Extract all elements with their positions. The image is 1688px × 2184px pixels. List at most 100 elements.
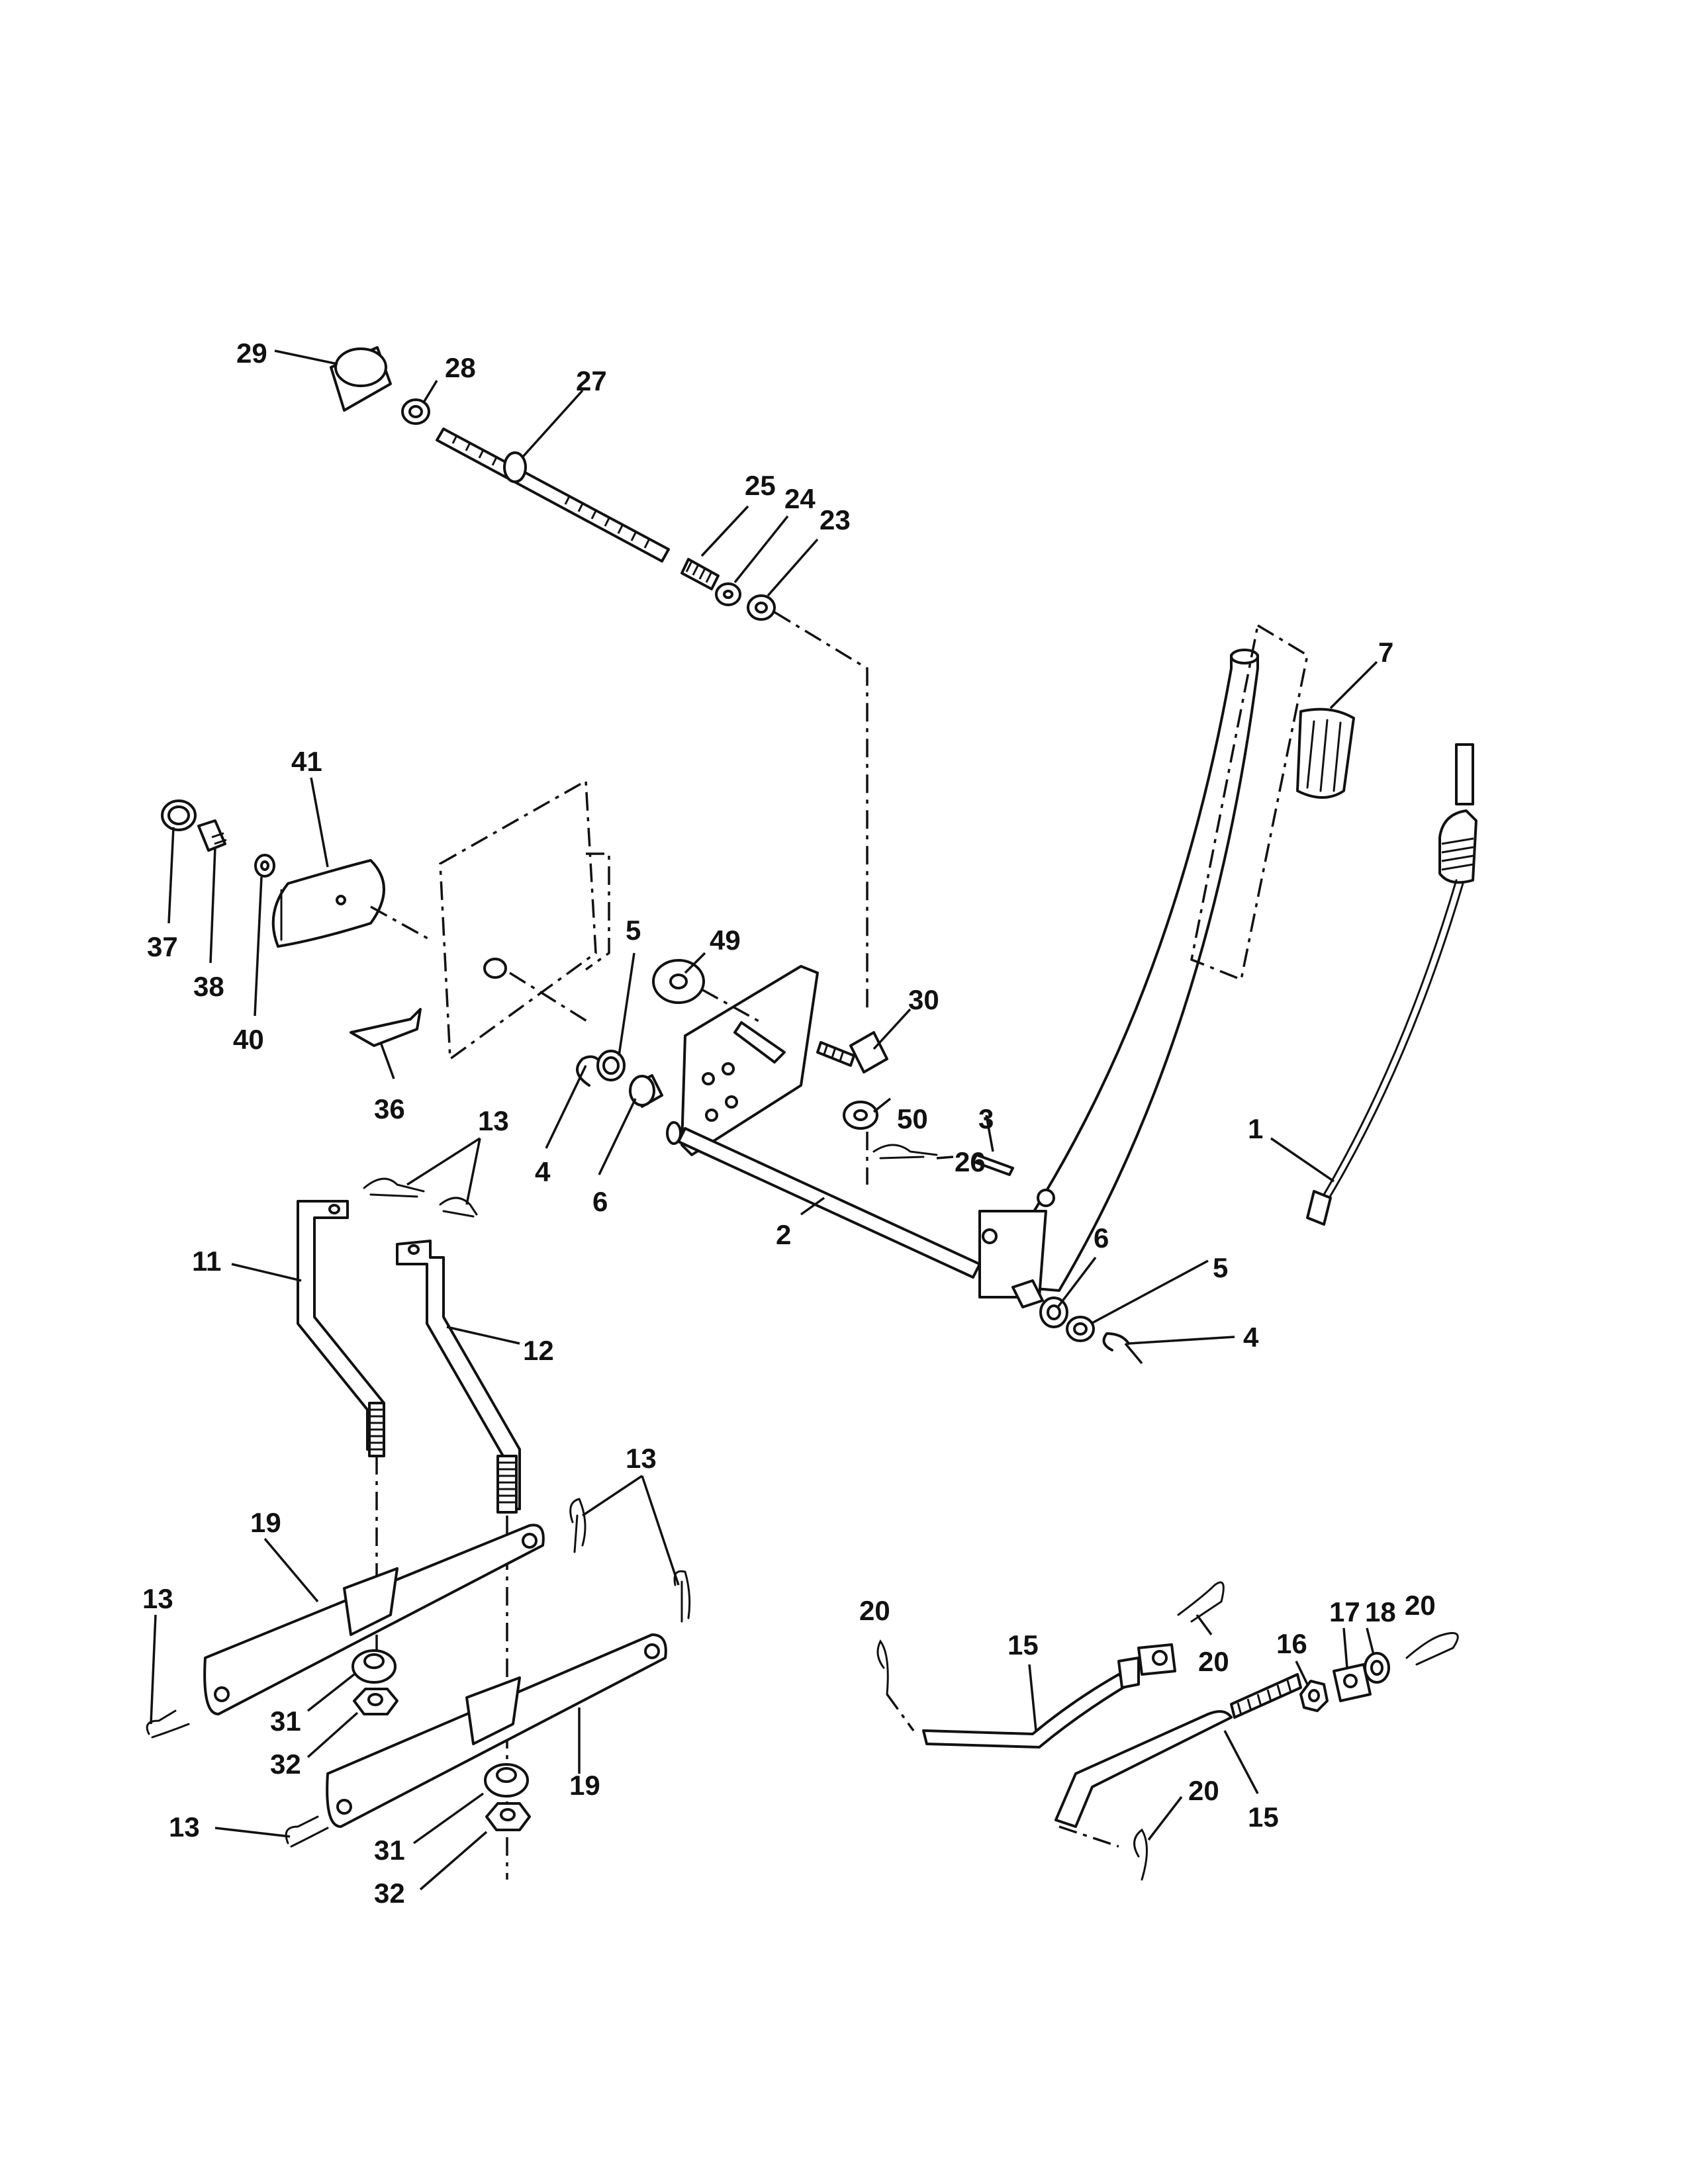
side-panel-tab-outline bbox=[585, 852, 610, 971]
hairpin-26 bbox=[872, 1144, 938, 1160]
alignment-line-rod bbox=[774, 611, 868, 1009]
callout-13b: 13 bbox=[626, 1443, 657, 1474]
callout-19a: 19 bbox=[250, 1507, 281, 1538]
leader-5b bbox=[1090, 1259, 1209, 1325]
callout-5a: 5 bbox=[626, 915, 641, 946]
ring-37 bbox=[161, 799, 197, 831]
callout-49: 49 bbox=[710, 925, 741, 956]
callout-19b: 19 bbox=[569, 1770, 600, 1801]
callout-11: 11 bbox=[192, 1246, 221, 1277]
leader-11 bbox=[231, 1263, 302, 1282]
leader-29 bbox=[274, 349, 338, 365]
callout-36: 36 bbox=[374, 1093, 405, 1124]
bushing-31a bbox=[352, 1649, 397, 1684]
lift-arm-19a bbox=[203, 1524, 545, 1715]
lift-link-11 bbox=[297, 1200, 385, 1457]
pivot-stud bbox=[483, 958, 507, 979]
callout-23: 23 bbox=[820, 504, 851, 535]
nut-32a bbox=[353, 1688, 399, 1715]
callout-6a: 6 bbox=[592, 1186, 608, 1217]
leader-13c bbox=[150, 1614, 157, 1725]
leader-15b bbox=[1223, 1730, 1259, 1794]
clip-36 bbox=[350, 1008, 422, 1047]
callout-41: 41 bbox=[291, 746, 322, 777]
leader-13d bbox=[214, 1827, 291, 1838]
nut-28 bbox=[401, 398, 430, 425]
callout-28: 28 bbox=[445, 352, 476, 383]
callout-17: 17 bbox=[1329, 1596, 1360, 1627]
leader-5a bbox=[618, 952, 635, 1056]
callout-29: 29 bbox=[236, 338, 267, 369]
leader-23 bbox=[767, 538, 819, 597]
hairpin-13b bbox=[439, 1197, 478, 1218]
callout-37: 37 bbox=[147, 931, 178, 962]
spring-25 bbox=[680, 558, 720, 590]
block-17 bbox=[1333, 1663, 1372, 1702]
hairpin-20b bbox=[1177, 1581, 1225, 1623]
leader-4b bbox=[1128, 1336, 1235, 1345]
callout-12: 12 bbox=[523, 1335, 554, 1366]
adjuster-rod-15a bbox=[922, 1643, 1176, 1749]
callout-27: 27 bbox=[576, 365, 607, 396]
callout-20d: 20 bbox=[1188, 1775, 1219, 1806]
adjuster-rod-15b bbox=[1055, 1673, 1302, 1828]
washer-5a bbox=[596, 1050, 626, 1081]
leader-26 bbox=[936, 1156, 954, 1160]
side-panel-outline bbox=[439, 779, 597, 1062]
leader-20b bbox=[1196, 1614, 1213, 1636]
hairpin-13c bbox=[569, 1498, 586, 1553]
knob-29 bbox=[330, 346, 392, 412]
callout-15b: 15 bbox=[1248, 1801, 1279, 1833]
leader-13a bbox=[406, 1137, 481, 1205]
bushing-6b bbox=[1011, 1279, 1044, 1308]
callout-3: 3 bbox=[978, 1103, 994, 1134]
hairpin-13e bbox=[146, 1709, 190, 1739]
leader-27 bbox=[522, 389, 584, 458]
alignment-line-washer-49 bbox=[701, 988, 762, 1024]
lift-link-12 bbox=[396, 1240, 521, 1514]
callout-13c: 13 bbox=[142, 1583, 173, 1614]
callout-15a: 15 bbox=[1008, 1629, 1039, 1661]
washer-40 bbox=[254, 854, 275, 878]
leader-41 bbox=[310, 777, 329, 868]
washer-50 bbox=[843, 1101, 878, 1130]
hairpin-20a bbox=[876, 1639, 889, 1696]
grip-7 bbox=[1296, 707, 1355, 799]
nut-23 bbox=[747, 594, 776, 621]
leader-15a bbox=[1028, 1664, 1037, 1731]
leader-19a bbox=[263, 1537, 319, 1603]
leader-7 bbox=[1329, 660, 1378, 709]
nut-16 bbox=[1299, 1680, 1329, 1712]
callout-26: 26 bbox=[955, 1146, 986, 1177]
leader-32b bbox=[419, 1831, 488, 1891]
leader-31b bbox=[412, 1792, 485, 1844]
callout-18: 18 bbox=[1365, 1596, 1396, 1627]
leader-20d bbox=[1147, 1796, 1183, 1841]
hairpin-13f bbox=[285, 1815, 329, 1848]
callout-5b: 5 bbox=[1213, 1252, 1228, 1283]
height-knob-41 bbox=[271, 859, 385, 948]
callout-1: 1 bbox=[1248, 1113, 1263, 1144]
leader-32a bbox=[306, 1711, 359, 1758]
callout-20a: 20 bbox=[859, 1595, 890, 1626]
leader-38 bbox=[209, 846, 216, 964]
bushing-6a bbox=[629, 1074, 663, 1108]
leader-49 bbox=[684, 952, 706, 974]
leader-1 bbox=[1270, 1137, 1335, 1183]
leader-17 bbox=[1342, 1627, 1348, 1668]
washer-49 bbox=[652, 959, 705, 1004]
leader-36 bbox=[379, 1042, 395, 1079]
callout-20b: 20 bbox=[1198, 1646, 1229, 1677]
callout-31a: 31 bbox=[270, 1706, 301, 1737]
hairpin-20c bbox=[1405, 1632, 1459, 1666]
callout-4b: 4 bbox=[1243, 1322, 1259, 1353]
alignment-line-rod-15b bbox=[1058, 1825, 1119, 1848]
callout-25: 25 bbox=[745, 470, 776, 501]
leader-40 bbox=[254, 876, 263, 1017]
leader-31a bbox=[306, 1673, 355, 1712]
leader-18 bbox=[1366, 1627, 1375, 1655]
alignment-line-rod-15a bbox=[886, 1693, 915, 1732]
lift-arm-19b bbox=[326, 1633, 667, 1828]
cable-1 bbox=[1306, 743, 1477, 1226]
